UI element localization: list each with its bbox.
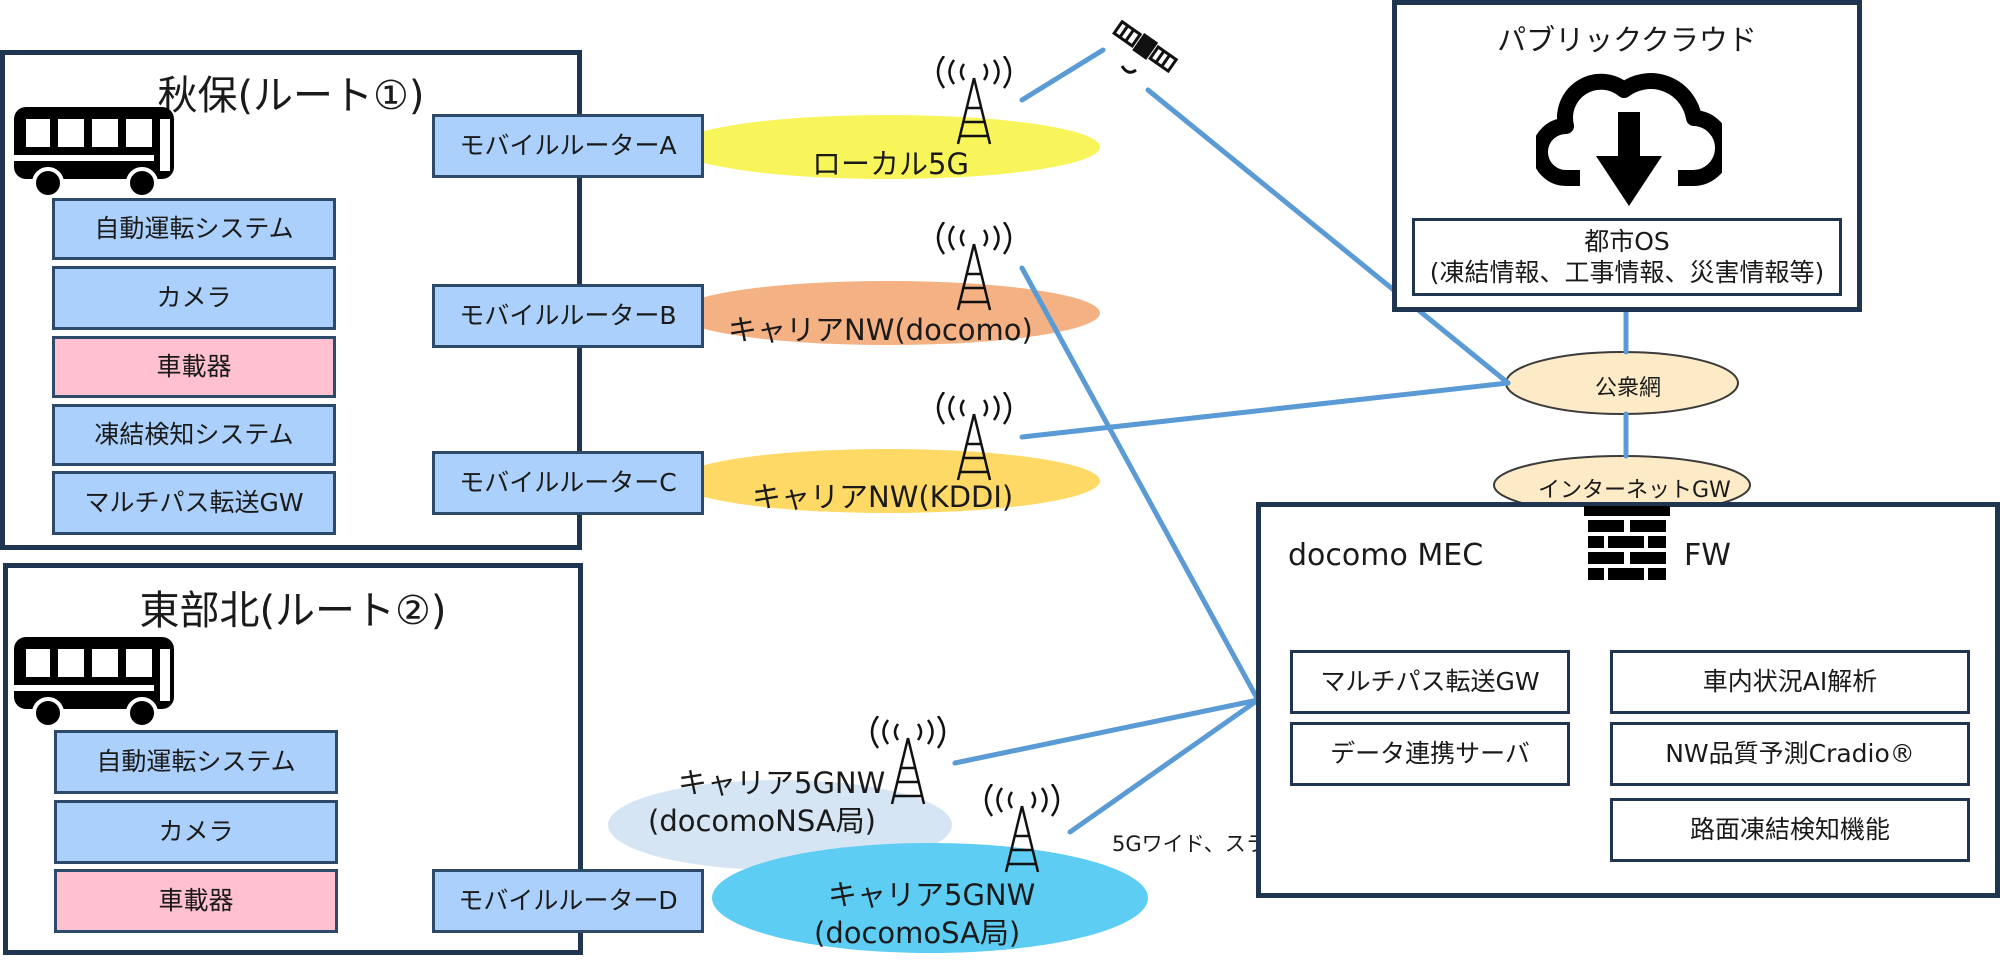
nsa-label-line2: (docomoNSA局) xyxy=(648,804,876,838)
device-onboard-unit: 車載器 xyxy=(52,336,336,398)
link-tower-satellite xyxy=(1019,47,1106,103)
device-camera: カメラ xyxy=(54,800,338,864)
mec-nw-quality: NW品質予測Cradio® xyxy=(1610,722,1970,786)
fw-label: FW xyxy=(1684,538,1731,573)
satellite-icon xyxy=(1112,19,1179,74)
urban-os-box: 都市OS (凍結情報、工事情報、災害情報等) xyxy=(1412,218,1842,296)
link-kddi-public xyxy=(1019,380,1511,440)
mec-road-freeze: 路面凍結検知機能 xyxy=(1610,798,1970,862)
antenna-tower-icon xyxy=(936,392,1012,481)
mobile-router-c: モバイルルーターC xyxy=(432,451,704,515)
link-docomo-mec xyxy=(1019,265,1261,703)
mec-cabin-ai: 車内状況AI解析 xyxy=(1610,650,1970,714)
kddi-nw-ellipse xyxy=(676,449,1100,513)
sa-ellipse xyxy=(712,843,1148,953)
antenna-tower-icon xyxy=(936,56,1012,145)
docomo-nw-ellipse xyxy=(676,281,1100,345)
device-autonomous-driving: 自動運転システム xyxy=(54,730,338,794)
local5g-label: ローカル5G xyxy=(812,147,969,181)
kddi-nw-label: キャリアNW(KDDI) xyxy=(752,480,1014,514)
public-net-label: 公衆網 xyxy=(1595,376,1662,401)
mobile-router-b: モバイルルーターB xyxy=(432,284,704,348)
nsa-label-line1: キャリア5GNW xyxy=(678,766,886,800)
docomo-nw-label: キャリアNW(docomo) xyxy=(728,313,1033,347)
device-freeze-detection: 凍結検知システム xyxy=(52,404,336,466)
local5g-ellipse xyxy=(676,115,1100,179)
mec-title: docomo MEC xyxy=(1288,538,1484,573)
link-nsa-mec xyxy=(952,697,1261,766)
urban-os-title: 都市OS xyxy=(1584,226,1670,256)
mobile-router-a: モバイルルーターA xyxy=(432,114,704,178)
device-autonomous-driving: 自動運転システム xyxy=(52,198,336,260)
firewall-icon xyxy=(1584,506,1670,580)
urban-os-detail: (凍結情報、工事情報、災害情報等) xyxy=(1429,258,1825,287)
sa-label-line1: キャリア5GNW xyxy=(828,878,1036,912)
bus-icon xyxy=(14,107,174,197)
mec-multipath-gw: マルチパス転送GW xyxy=(1290,650,1570,714)
antenna-tower-icon xyxy=(984,784,1060,873)
route1-title: 秋保(ルート①) xyxy=(157,73,425,119)
antenna-tower-icon xyxy=(936,222,1012,311)
route2-title: 東部北(ルート②) xyxy=(139,588,447,634)
sa-label-line2: (docomoSA局) xyxy=(814,916,1021,950)
public-cloud-title: パブリッククラウド xyxy=(1497,23,1757,57)
cloud-download-icon xyxy=(1536,73,1722,206)
mobile-router-d: モバイルルーターD xyxy=(432,869,704,933)
link-satellite-public xyxy=(1145,87,1511,386)
device-onboard-unit: 車載器 xyxy=(54,869,338,933)
antenna-tower-icon xyxy=(870,716,946,805)
device-camera: カメラ xyxy=(52,266,336,330)
bus-icon xyxy=(14,637,174,727)
device-multipath-gw: マルチパス転送GW xyxy=(52,471,336,535)
link-sa-mec xyxy=(1067,697,1261,835)
internet-gw-label: インターネットGW xyxy=(1538,478,1731,503)
mec-data-server: データ連携サーバ xyxy=(1290,722,1570,786)
